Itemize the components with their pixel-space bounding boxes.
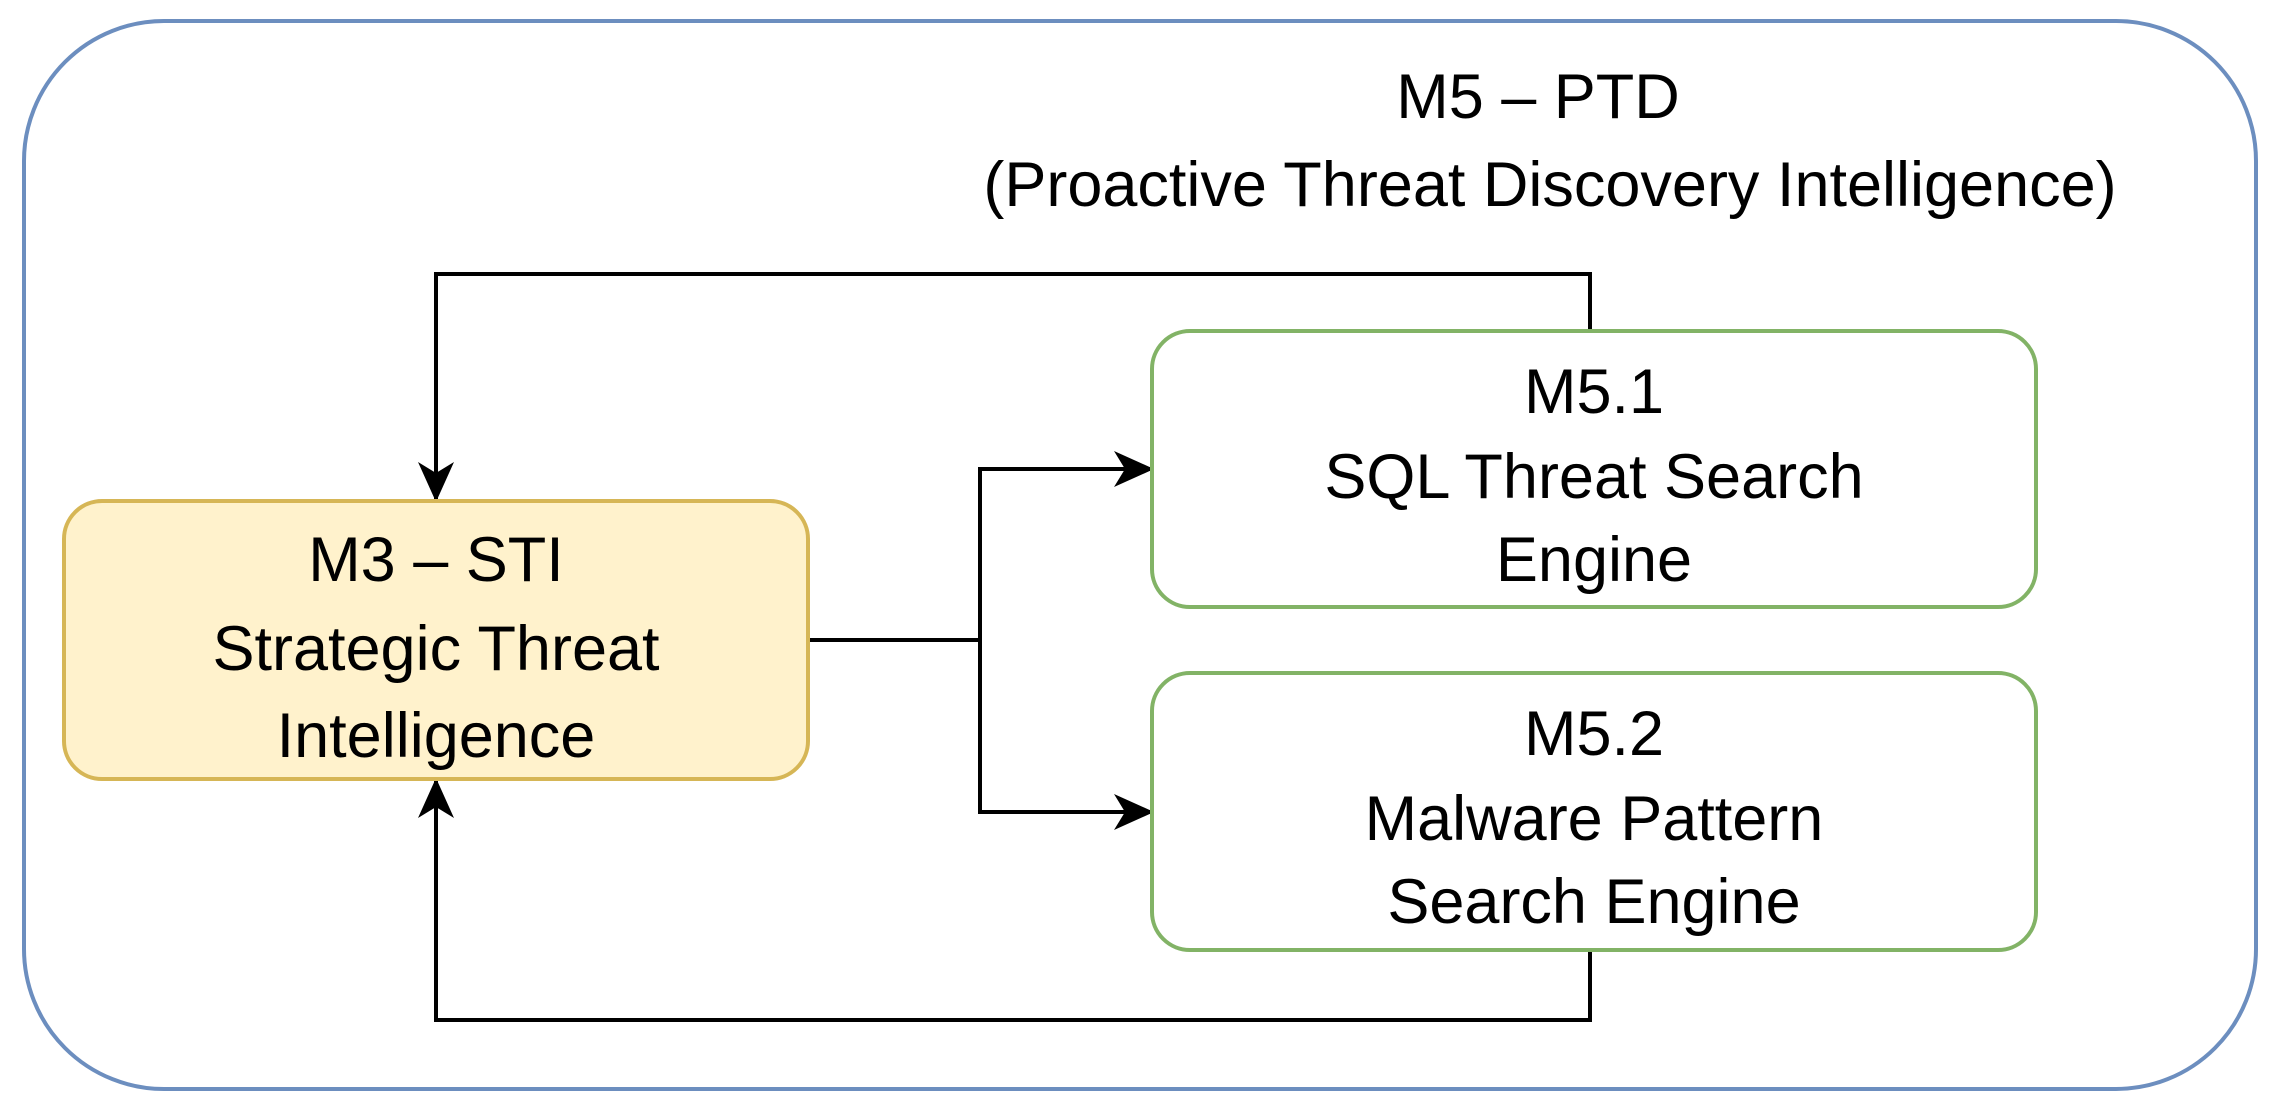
- node-m5-1-line2: SQL Threat Search: [1324, 442, 1863, 512]
- node-m5-2-box: [1150, 671, 2038, 952]
- node-m5-2-line2: Malware Pattern: [1365, 784, 1824, 854]
- node-m5-2: M5.2 Malware Pattern Search Engine: [1150, 671, 2038, 952]
- node-m5-1: M5.1 SQL Threat Search Engine: [1150, 329, 2038, 609]
- arrow-m3-to-m5-1: [978, 451, 1154, 640]
- connectors: [418, 272, 1592, 1022]
- node-m5-2-line3: Search Engine: [1387, 867, 1800, 937]
- node-m3-sti-line2: Strategic Threat: [212, 614, 660, 684]
- node-m3-sti-line1: M3 – STI: [308, 525, 564, 595]
- node-m5-1-line1: M5.1: [1524, 357, 1664, 427]
- node-m5-1-line3: Engine: [1496, 525, 1692, 595]
- node-m5-2-line1: M5.2: [1524, 699, 1664, 769]
- feedback-arrow-m5-1-to-m3: [418, 272, 1592, 502]
- node-m5-1-box: [1150, 329, 2038, 609]
- arrow-m3-to-m5-2: [978, 640, 1154, 830]
- container-title-line2: (Proactive Threat Discovery Intelligence…: [983, 150, 2116, 220]
- node-m3-sti: M3 – STI Strategic Threat Intelligence: [62, 499, 810, 781]
- container-title-line1: M5 – PTD: [1396, 62, 1680, 132]
- feedback-arrow-m5-2-to-m3: [418, 778, 1592, 1022]
- node-m3-sti-box: [62, 499, 810, 781]
- node-m3-sti-line3: Intelligence: [277, 701, 596, 771]
